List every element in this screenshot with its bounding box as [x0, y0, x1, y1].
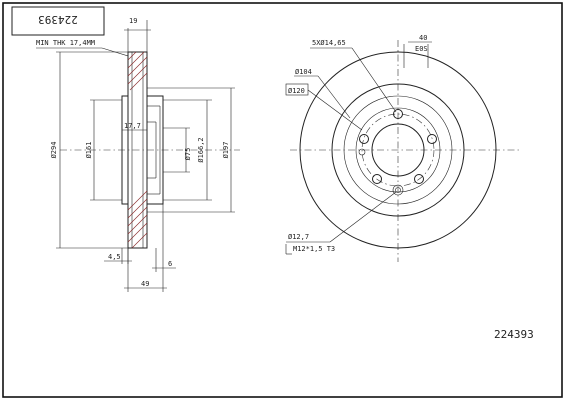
- angle-ref-label: E0S: [415, 45, 428, 53]
- bolt-hole: [427, 134, 437, 144]
- dim-hat-thickness: 6: [168, 260, 172, 268]
- dim-hat-height: 17,7: [124, 122, 141, 130]
- angle-label: 40: [419, 34, 427, 42]
- thread-label: M12*1,5 T3: [293, 245, 335, 253]
- dim-offset: 4,5: [108, 253, 121, 261]
- dim-friction-diameter: Ø197: [222, 142, 230, 159]
- part-number-mirrored: 224393: [38, 13, 78, 26]
- center-bore-circle: [371, 123, 425, 177]
- hat-inner-circle: [355, 107, 441, 193]
- friction-inner-circle: [331, 83, 465, 217]
- bolt-hole: [393, 109, 403, 119]
- section-hatching: [127, 51, 148, 249]
- locator-hole: [358, 148, 366, 156]
- bolt-holes: [359, 109, 437, 184]
- part-number: 224393: [494, 328, 534, 341]
- bolt-pattern-label: 5XØ14,65: [312, 39, 346, 47]
- front-view: 5XØ14,65 40 E0S Ø104 Ø120 Ø12,7 M12*1,5 …: [285, 34, 520, 262]
- dim-outer-diameter: Ø294: [50, 142, 58, 159]
- pcd-label: Ø120: [288, 87, 305, 95]
- center-hole-label: Ø12,7: [288, 233, 309, 241]
- min-thickness-label: MIN THK 17,4MM: [36, 39, 95, 47]
- dim-total-height: 49: [141, 280, 149, 288]
- outer-circle: [299, 51, 497, 249]
- side-view: MIN THK 17,4MM 19 Ø294 Ø161 17,7 Ø75 Ø16…: [36, 17, 240, 292]
- part-number-box: [11, 6, 105, 36]
- dim-hub-diameter: Ø161: [85, 142, 93, 159]
- pcd-circle: [361, 113, 435, 187]
- hole-circle-label: Ø104: [295, 68, 312, 76]
- bolt-hole: [359, 134, 369, 144]
- bolt-hole: [414, 174, 424, 184]
- dim-inner-diameter: Ø166,2: [197, 137, 205, 162]
- hat-circle: [343, 95, 453, 205]
- pcd-box: [285, 83, 309, 96]
- dim-bore: Ø75: [184, 148, 192, 161]
- bolt-hole: [372, 174, 382, 184]
- thread-hole: [392, 184, 404, 196]
- dim-thickness-top: 19: [129, 17, 137, 25]
